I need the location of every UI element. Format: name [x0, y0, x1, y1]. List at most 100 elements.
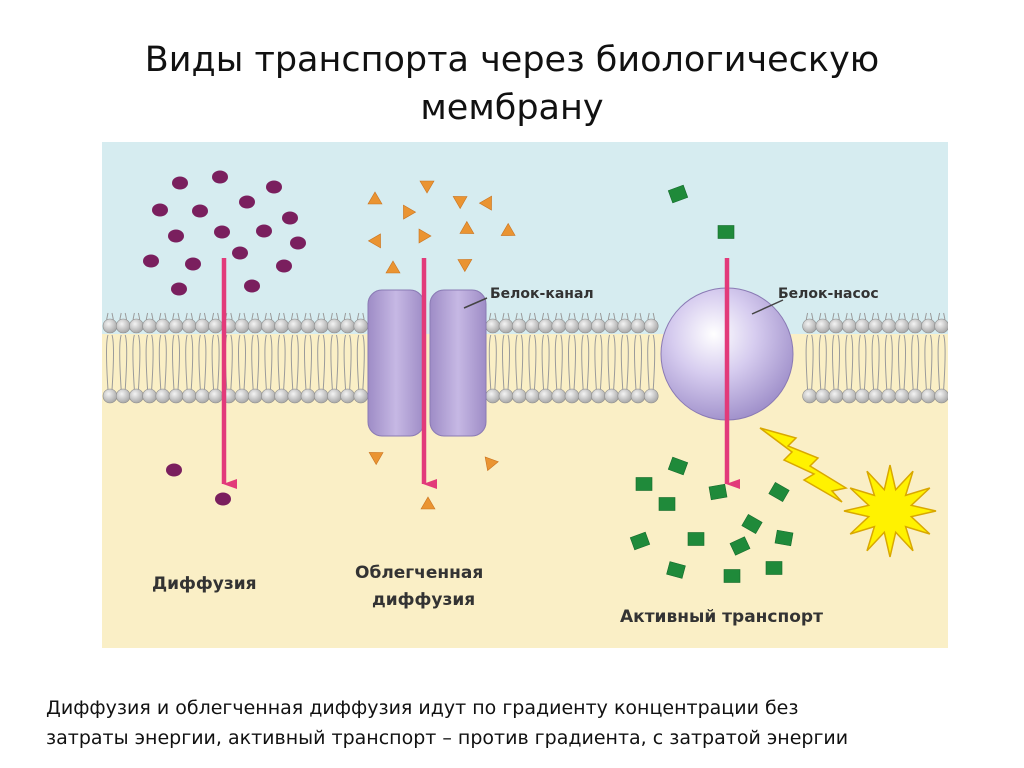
lipid-head: [181, 318, 197, 334]
lipid-head: [353, 318, 369, 334]
active-transport-particle: [765, 561, 783, 575]
diffusion-particle: [282, 211, 298, 225]
lipid-tail: [647, 334, 656, 391]
energy-burst-icon: [843, 464, 937, 558]
active-transport-particle: [768, 481, 790, 503]
facilitated-diffusion-particle: [457, 259, 473, 273]
active-transport-particle: [729, 536, 751, 556]
caption: Диффузия и облегченная диффузия идут по …: [46, 693, 1016, 753]
lipid-tail: [502, 334, 510, 391]
lipid-head: [881, 388, 897, 404]
lipid-head: [894, 318, 910, 334]
channel-protein-label: Белок-канал: [490, 286, 594, 302]
lipid-tail: [528, 334, 537, 391]
diffusion-particle: [185, 257, 201, 271]
lipid-tail: [634, 334, 642, 391]
lipid-head: [313, 318, 329, 334]
lipid-head: [617, 388, 633, 404]
lipid-head: [129, 388, 144, 404]
active-transport-label: Активный транспорт: [620, 607, 823, 627]
lipid-tail: [158, 334, 167, 391]
caption-line-2: затраты энергии, активный транспорт – пр…: [46, 727, 849, 749]
lipid-head: [300, 388, 316, 404]
lipid-head: [525, 388, 540, 404]
diffusion-particle: [276, 259, 292, 273]
pump-label-pointer: [751, 299, 784, 315]
lipid-tail: [264, 334, 273, 391]
lipid-head: [208, 388, 223, 404]
lipid-tail: [119, 334, 128, 391]
lipid-head: [498, 318, 514, 334]
lipid-head: [247, 388, 263, 404]
lipid-head: [142, 388, 157, 404]
lipid-tail: [106, 334, 114, 391]
lipid-head: [564, 318, 580, 334]
lipid-bilayer: [102, 312, 948, 404]
lipid-head: [921, 388, 936, 404]
energy-bolt-icon: [759, 427, 848, 503]
lipid-head: [643, 318, 659, 334]
lipid-head: [511, 388, 527, 404]
lipid-head: [828, 318, 844, 334]
facilitated-diffusion-particle: [418, 228, 432, 244]
lipid-head: [155, 318, 171, 334]
facilitated-diffusion-particle: [368, 452, 384, 466]
particles: [143, 170, 794, 583]
diffusion-particle: [244, 279, 260, 293]
facilitated-diffusion-particle: [459, 220, 475, 234]
lipid-head: [353, 388, 369, 404]
lipid-head: [234, 388, 250, 404]
lipid-tail: [832, 334, 840, 391]
lipid-head: [115, 318, 131, 334]
lipid-tail: [185, 334, 194, 391]
lipid-head: [195, 318, 210, 334]
lipid-tail: [211, 334, 220, 391]
diffusion-particle: [214, 225, 230, 239]
lipid-tail: [805, 334, 814, 391]
facilitated-diffusion-particle: [367, 233, 381, 249]
active-transport-particle: [741, 513, 763, 535]
active-transport-particle: [629, 531, 651, 551]
lipid-tail: [356, 334, 365, 391]
active-transport-particle: [723, 569, 741, 583]
lipid-head: [855, 388, 870, 404]
lipid-head: [630, 388, 646, 404]
lipid-head: [881, 318, 897, 334]
lipid-tail: [488, 334, 497, 391]
lipid-head: [551, 318, 567, 334]
lipid-head: [234, 318, 250, 334]
lipid-head: [195, 388, 210, 404]
lipid-tail: [594, 334, 603, 391]
diffusion-particle: [266, 180, 282, 194]
lipid-tail: [238, 334, 246, 391]
facilitated-diffusion-label-line-1: Облегченная: [355, 563, 483, 583]
facilitated-diffusion-particle: [478, 195, 492, 211]
lipid-head: [485, 388, 501, 404]
lipid-head: [115, 388, 131, 404]
facilitated-diffusion-label-line-2: диффузия: [372, 590, 475, 610]
lipid-head: [802, 388, 817, 404]
facilitated-diffusion-particle: [419, 180, 435, 194]
lipid-head: [591, 318, 606, 334]
diffusion-particle: [168, 229, 184, 243]
facilitated-diffusion-particle: [420, 496, 436, 510]
lipid-head: [129, 318, 144, 334]
active-transport-particle: [687, 532, 705, 546]
lipid-head: [815, 318, 831, 334]
lipid-head: [921, 318, 936, 334]
lipid-head: [828, 388, 844, 404]
channel-protein: [367, 289, 487, 437]
lipid-head: [261, 388, 276, 404]
lipid-head: [934, 318, 948, 334]
lipid-tail: [568, 334, 576, 391]
lipid-head: [907, 318, 923, 334]
diffusion-particle: [212, 170, 228, 184]
lipid-head: [485, 318, 501, 334]
diffusion-particle: [290, 236, 306, 250]
slide-title: Виды транспорта через биологическую мемб…: [0, 36, 1024, 132]
lipid-head: [142, 318, 157, 334]
lipid-head: [498, 388, 514, 404]
lipid-head: [287, 388, 303, 404]
diffusion-particle: [152, 203, 168, 217]
lipid-tail: [251, 334, 260, 391]
